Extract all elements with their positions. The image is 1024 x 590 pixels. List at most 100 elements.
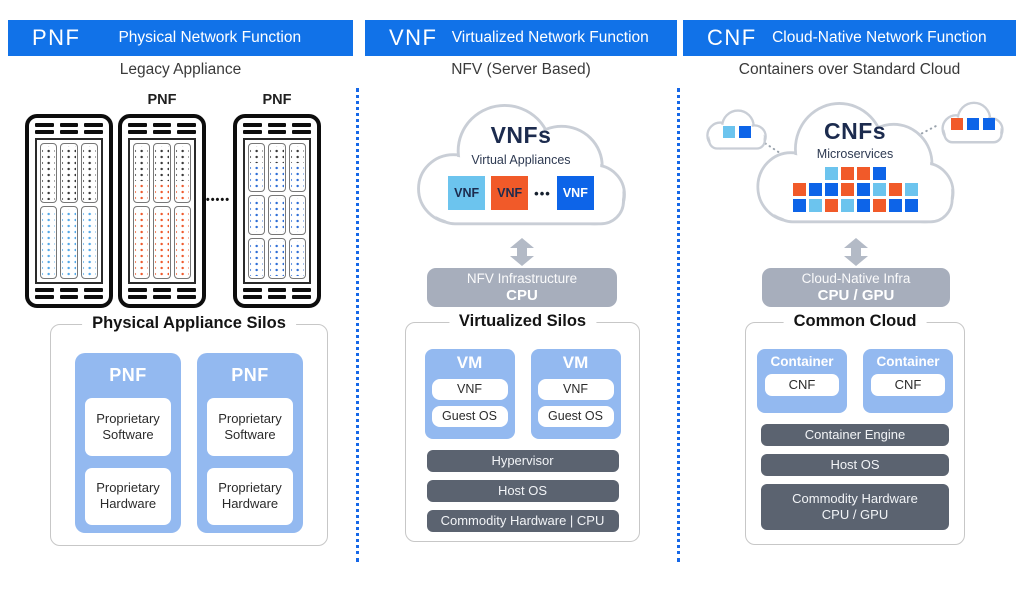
service-square — [872, 167, 886, 180]
pnf-acronym: PNF — [32, 25, 81, 50]
service-square — [888, 199, 902, 212]
service-square — [824, 199, 838, 212]
pnf-card: PNF Proprietary Software Proprietary Har… — [197, 353, 303, 533]
vnf-chip: VNF — [491, 176, 529, 210]
physical-appliance-silos-box: Physical Appliance Silos PNF Proprietary… — [50, 314, 328, 546]
service-square — [856, 167, 870, 180]
common-cloud-box: Common Cloud Container CNF Container CNF… — [745, 312, 965, 545]
hypervisor-bar: Hypervisor — [426, 450, 619, 472]
service-square — [856, 183, 870, 196]
commodity-hardware-bar: Commodity Hardware | CPU — [426, 510, 619, 532]
host-os-bar: Host OS — [761, 454, 949, 476]
rack-vents — [128, 123, 196, 134]
service-square — [824, 167, 838, 180]
proprietary-hardware-box: Proprietary Hardware — [207, 467, 293, 525]
vnf-chip: VNF — [556, 176, 594, 210]
pnf-column: PNF Physical Network Function Legacy App… — [8, 0, 353, 590]
rack-body — [128, 138, 196, 284]
service-square — [904, 199, 918, 212]
pnf-card: PNF Proprietary Software Proprietary Har… — [75, 353, 181, 533]
service-square — [904, 183, 918, 196]
pnf-header-title: Physical Network Function — [118, 29, 302, 46]
service-square — [872, 199, 886, 212]
column-separator-dotted-line — [677, 88, 680, 562]
rack-vents — [35, 288, 103, 299]
guest-os-box: Guest OS — [431, 406, 508, 427]
cnf-box: CNF — [765, 374, 839, 396]
mini-cloud-squares — [935, 118, 1011, 130]
rack-ellipsis-dots: ••••• — [205, 194, 231, 206]
vm-card-title: VM — [562, 353, 589, 372]
vm-card: VM VNF Guest OS — [530, 349, 621, 439]
square-row — [792, 183, 918, 196]
service-square — [808, 199, 822, 212]
server-rack-icon — [25, 114, 113, 308]
service-square — [792, 183, 806, 196]
rack-vents — [128, 288, 196, 299]
nfv-infrastructure-bar: NFV Infrastructure CPU — [427, 268, 617, 307]
rack-label-pnf: PNF — [147, 92, 177, 108]
square-row — [824, 167, 886, 180]
pnf-card-title: PNF — [231, 365, 269, 385]
small-cloud-icon — [700, 105, 774, 155]
rack-body — [35, 138, 103, 284]
proprietary-software-box: Proprietary Software — [207, 398, 293, 456]
vm-card-title: VM — [456, 353, 483, 372]
mini-cloud-squares — [700, 126, 774, 138]
vnf-chip: VNF — [448, 176, 486, 210]
vnf-layer-stack: Hypervisor Host OS Commodity Hardware | … — [426, 450, 619, 532]
silos-box-title: Common Cloud — [783, 312, 927, 331]
service-square — [840, 183, 854, 196]
cnf-header-bar: CNF Cloud-Native Network Function — [683, 20, 1016, 56]
vnf-box: VNF — [537, 379, 614, 400]
cloud-outline-icon — [756, 102, 955, 224]
microservices-grid — [745, 167, 965, 212]
virtualized-silos-box: Virtualized Silos VM VNF Guest OS VM VNF… — [405, 312, 640, 542]
proprietary-software-box: Proprietary Software — [85, 398, 171, 456]
vnf-header-bar: VNF Virtualized Network Function — [365, 20, 677, 56]
silos-box-title: Virtualized Silos — [448, 312, 597, 331]
service-square — [856, 199, 870, 212]
infra-bar-line1: NFV Infrastructure — [466, 271, 578, 286]
square-row — [792, 199, 918, 212]
rack-vents — [243, 123, 311, 134]
service-square — [888, 183, 902, 196]
infra-bar-line2: CPU / GPU — [817, 287, 895, 304]
container-card: Container CNF — [757, 349, 847, 413]
vnfs-subtitle: Virtual Appliances — [471, 153, 571, 167]
service-square — [808, 183, 822, 196]
cnf-acronym: CNF — [707, 25, 757, 50]
pnf-card-title: PNF — [109, 365, 147, 385]
container-engine-bar: Container Engine — [761, 424, 949, 446]
host-os-bar: Host OS — [426, 480, 619, 502]
cnfs-subtitle: Microservices — [816, 147, 894, 161]
hw-bar-line1: Commodity Hardware — [792, 491, 918, 507]
cnf-layer-stack: Container Engine Host OS Commodity Hardw… — [761, 424, 949, 530]
infra-bar-line1: Cloud-Native Infra — [801, 271, 911, 286]
vnfs-title: VNFs — [490, 122, 552, 148]
service-square — [840, 199, 854, 212]
rack-body — [243, 138, 311, 284]
double-headed-arrow-icon — [844, 238, 868, 266]
cloud-native-infra-bar: Cloud-Native Infra CPU / GPU — [762, 268, 950, 307]
square-row — [951, 118, 995, 130]
cnf-box: CNF — [871, 374, 945, 396]
service-square — [792, 199, 806, 212]
cnf-cloud: CNFs Microservices — [745, 94, 965, 236]
silos-box-title: Physical Appliance Silos — [82, 314, 296, 333]
service-square — [951, 118, 963, 130]
infra-bar-line2: CPU — [506, 287, 538, 304]
vnf-acronym: VNF — [389, 25, 438, 50]
service-square — [840, 167, 854, 180]
rack-vents — [35, 123, 103, 134]
chips-ellipsis-dots: ••• — [534, 185, 551, 201]
guest-os-box: Guest OS — [537, 406, 614, 427]
vnf-box: VNF — [431, 379, 508, 400]
rack-label-pnf: PNF — [262, 92, 292, 108]
service-square — [723, 126, 735, 138]
cnf-subtitle: Containers over Standard Cloud — [738, 61, 961, 78]
container-card-title: Container — [876, 354, 940, 369]
container-card: Container CNF — [863, 349, 953, 413]
service-square — [983, 118, 995, 130]
